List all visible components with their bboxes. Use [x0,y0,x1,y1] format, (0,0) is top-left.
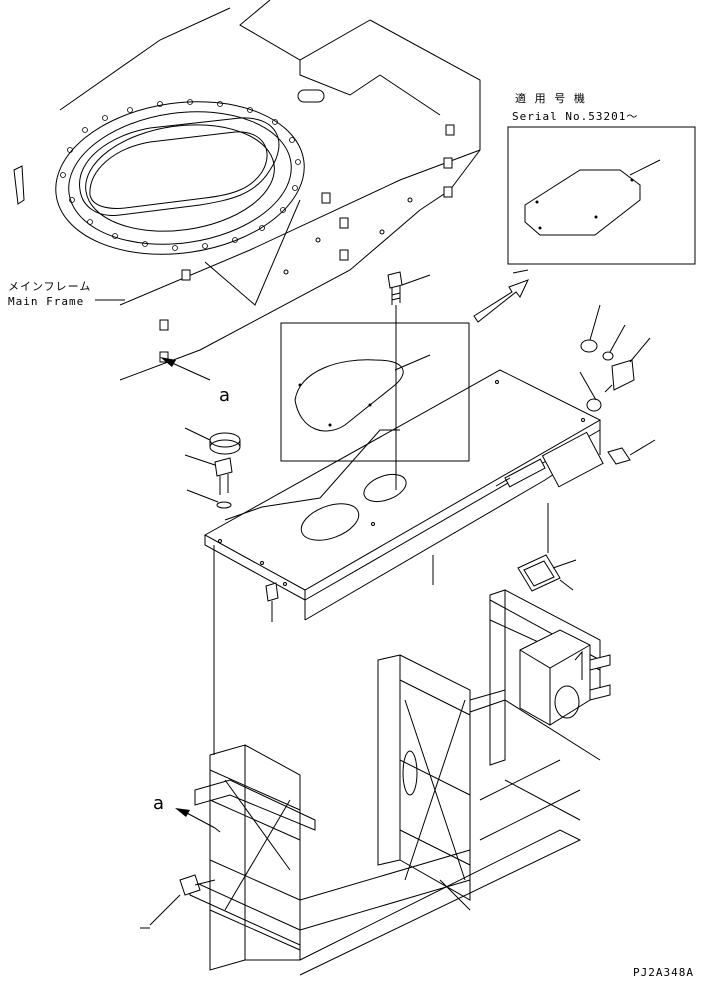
detail-inset [280,322,470,462]
main-frame [13,0,481,381]
small-parts-left [184,427,279,622]
cover-plate [203,369,604,621]
gasket [517,503,577,592]
frame-studs [159,124,455,363]
small-parts-right [579,304,656,465]
drawing-code: PJ2A348A [633,966,694,979]
serial-label-jp: 適 用 号 機 [515,92,586,105]
machine-frame [140,545,611,976]
main-frame-label-jp: メインフレーム [8,280,92,293]
ring-bolt-holes [60,99,301,251]
main-frame-label-en: Main Frame [8,295,85,308]
serial-label-en: Serial No.53201～ [512,110,639,123]
long-bolt [387,271,431,490]
view-a-marker-bottom: a [153,793,165,814]
view-a-marker-top: a [219,385,231,406]
serial-inset [473,126,696,323]
